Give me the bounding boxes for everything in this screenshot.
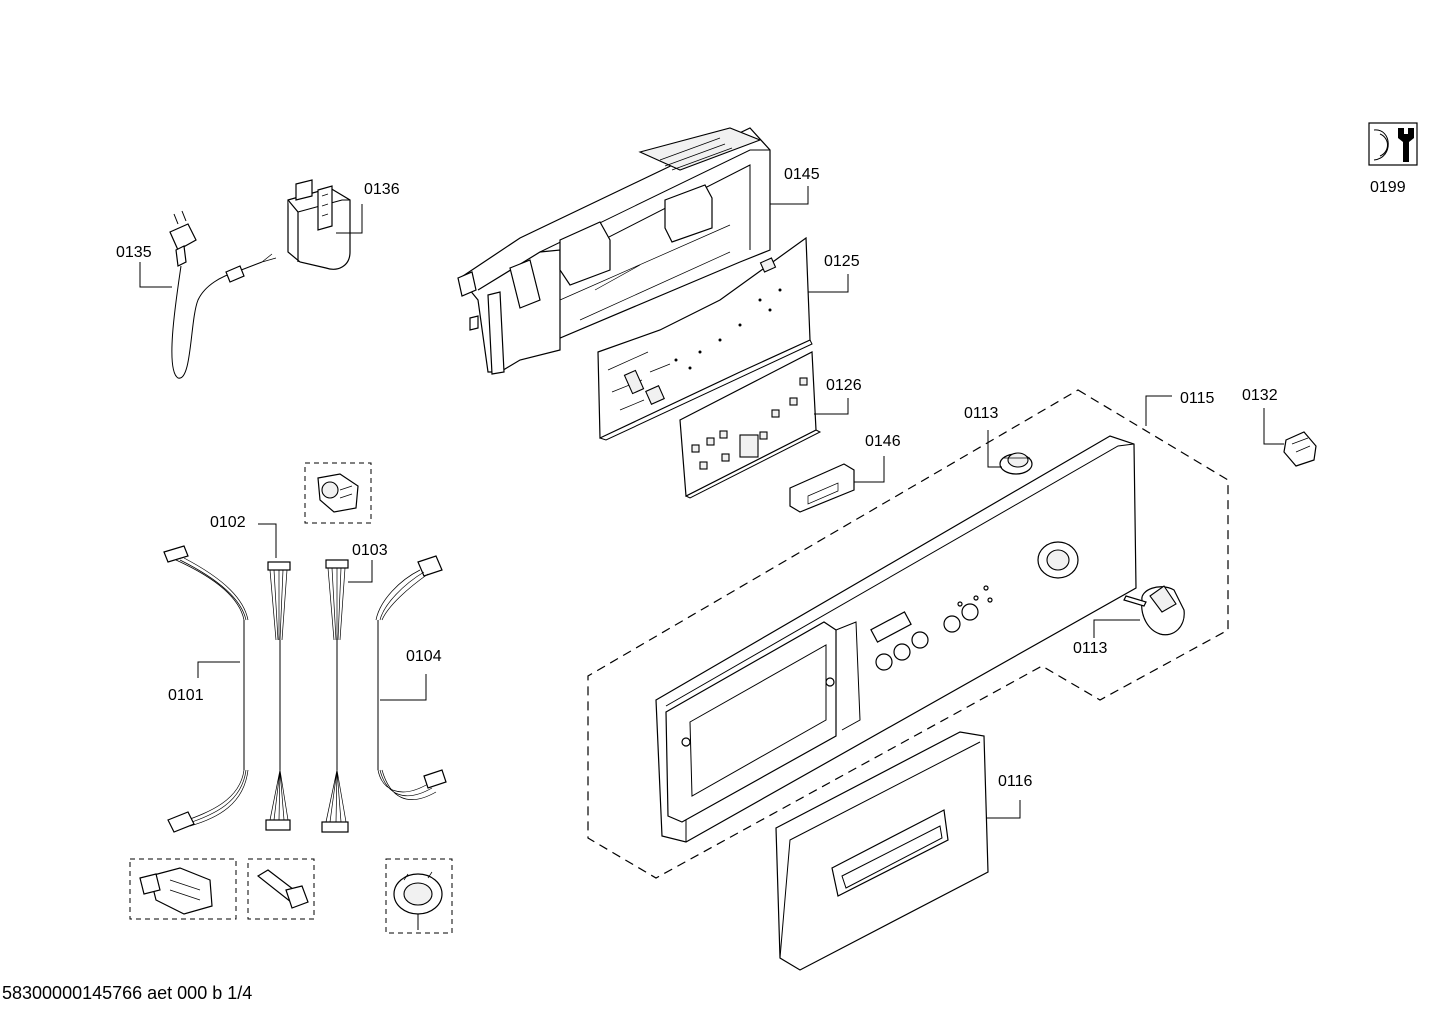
leader-0135 [139,262,172,288]
part-cable-harness-0104[interactable] [375,555,447,800]
label-0145: 0145 [784,166,820,183]
label-0199: 0199 [1370,179,1406,196]
part-knob-upper[interactable] [999,452,1033,475]
label-0115: 0115 [1180,390,1215,407]
leader-0104 [380,674,427,701]
label-0132: 0132 [1242,387,1278,404]
label-0104: 0104 [406,648,442,665]
leader-0102 [258,523,277,558]
leader-0103 [348,560,373,583]
part-knob-lower[interactable] [1123,585,1185,636]
leader-0115 [1145,395,1172,426]
part-display-board[interactable] [679,351,822,499]
leader-0116 [986,800,1021,819]
leader-0145 [770,186,809,205]
part-drawer-handle[interactable] [775,731,989,971]
label-0136: 0136 [364,181,400,198]
leader-0101 [197,661,240,678]
part-control-fascia[interactable] [655,435,1137,843]
part-display-window[interactable] [789,463,855,513]
leader-0132 [1263,408,1284,445]
part-cable-harness-0102[interactable] [265,561,291,831]
label-0102: 0102 [210,514,246,531]
part-main-pcb[interactable] [597,236,813,441]
label-0101: 0101 [168,687,204,704]
part-cable-harness-0101[interactable] [163,545,249,833]
part-power-cord[interactable] [169,210,277,379]
part-pressure-switch-boxed[interactable] [385,858,453,934]
part-bracket-clip[interactable] [1283,431,1317,467]
part-door-lock-boxed[interactable] [304,462,372,524]
label-0113-upper: 0113 [964,405,999,422]
label-0113-lower: 0113 [1073,640,1108,657]
label-0146: 0146 [865,433,901,450]
leader-0146 [854,456,885,483]
leader-0125 [808,274,849,293]
leader-0113b [1093,619,1140,638]
part-module-housing[interactable] [457,127,771,375]
leader-0136 [336,204,363,234]
part-cable-harness-0103[interactable] [321,559,349,833]
document-id-footer: 58300000145766 aet 000 b 1/4 [2,983,253,1003]
label-0125: 0125 [824,253,860,270]
part-pump-boxed[interactable] [129,858,237,920]
leader-0126 [814,398,849,415]
part-sensor-boxed[interactable] [247,858,315,920]
wrench-tool-icon[interactable] [1368,122,1418,166]
label-0126: 0126 [826,377,862,394]
label-0116: 0116 [998,773,1033,790]
label-0103: 0103 [352,542,388,559]
label-0135: 0135 [116,244,152,261]
part-interference-filter[interactable] [287,179,351,270]
